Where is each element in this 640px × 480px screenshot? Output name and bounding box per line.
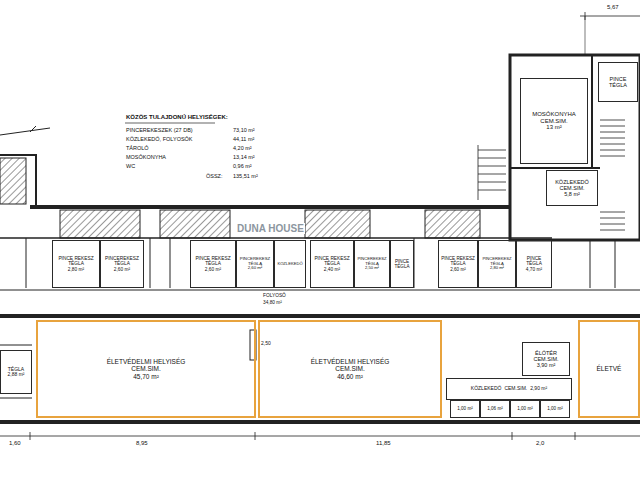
room-name: 1,00 m² bbox=[457, 406, 473, 411]
room-name: ÉLETVÉ bbox=[597, 365, 622, 372]
room-name: ÉLŐTÉR bbox=[535, 350, 557, 356]
room-detail: 5,8 m² bbox=[564, 191, 580, 197]
table-cell: PINCEREKESZEK (27 DB) bbox=[125, 127, 194, 133]
table-cell: 13,14 m² bbox=[232, 154, 256, 160]
table-cell: ÖSSZ: bbox=[205, 173, 224, 179]
shelter-room: ÉLETVÉ bbox=[578, 320, 640, 418]
room-detail: 2,60 m² bbox=[248, 266, 263, 271]
room-box: 1,00 m² bbox=[540, 400, 570, 418]
room-detail: 2,60 m² bbox=[114, 267, 130, 272]
room-detail: CEM.SIM. bbox=[559, 185, 584, 191]
room-name: PINCE REKESZ bbox=[195, 256, 230, 261]
dimension-label: 1,60 bbox=[8, 440, 22, 447]
room-detail: 2,90 m² bbox=[530, 386, 547, 392]
room-detail: TÉGLA bbox=[450, 261, 465, 266]
room-detail: TÉGLA bbox=[526, 261, 542, 266]
table-heading: KÖZÖS TULAJDONÚ HELYISÉGEK: bbox=[125, 114, 229, 121]
room-detail: 45,70 m² bbox=[133, 373, 159, 380]
room-box: TÉGLA2,88 m² bbox=[0, 350, 32, 394]
corridor-area: 34,80 m² bbox=[262, 300, 283, 305]
room-name: MOSÓKONYHA bbox=[532, 111, 576, 118]
room-detail: 2,88 m² bbox=[8, 372, 25, 378]
room-detail: 2,40 m² bbox=[324, 267, 340, 272]
room-box: PINCEREKESZTÉGLA2,60 m² bbox=[236, 240, 274, 288]
table-cell: MOSÓKONYHA bbox=[125, 154, 167, 160]
table-cell: 73,10 m² bbox=[232, 127, 256, 133]
room-box: ÉLŐTÉRCEM.SIM.3,90 m² bbox=[522, 342, 570, 376]
room-name: PINCE bbox=[610, 76, 627, 82]
room-box: PINCEREKESZTÉGLA2,50 m² bbox=[354, 240, 390, 288]
room-detail: 4,70 m² bbox=[526, 267, 542, 272]
room-name: PINCE bbox=[527, 256, 542, 261]
room-detail: CEM.SIM. bbox=[540, 118, 567, 125]
table-cell: 4,20 m² bbox=[232, 145, 253, 151]
room-box: PINCEREKESZTÉGLA2,80 m² bbox=[478, 240, 516, 288]
room-box: PINCE REKESZTÉGLA2,60 m² bbox=[438, 240, 478, 288]
room-name: PINCE bbox=[395, 259, 409, 264]
room-detail: 46,60 m² bbox=[337, 373, 363, 380]
room-box: 1,06 m² bbox=[480, 400, 510, 418]
room-detail: 3,90 m² bbox=[537, 362, 556, 368]
room-box: PINCE REKESZTÉGLA2,60 m² bbox=[190, 240, 236, 288]
room-box: PINCETÉGLA bbox=[390, 240, 414, 288]
room-detail: TÉGLA bbox=[394, 264, 409, 269]
room-detail: 2,60 m² bbox=[450, 267, 466, 272]
room-detail: CEM.SIM. bbox=[504, 386, 527, 392]
room-box: PINCETÉGLA bbox=[598, 62, 638, 102]
table-cell: 44,11 m² bbox=[232, 136, 255, 142]
room-detail: CEM.SIM. bbox=[131, 365, 161, 372]
room-box: PINCE REKESZTÉGLA2,80 m² bbox=[52, 240, 100, 288]
room-name: KÖZLEKEDŐ bbox=[555, 179, 589, 185]
corridor-label: FOLYOSÓ bbox=[262, 293, 287, 298]
room-box: 1,00 m² bbox=[450, 400, 480, 418]
room-detail: 2,50 m² bbox=[365, 266, 379, 271]
room-detail: TÉGLA bbox=[205, 261, 221, 266]
room-name: 1,00 m² bbox=[517, 406, 533, 411]
room-box: KÖZLEKEDŐCEM.SIM.2,90 m² bbox=[446, 378, 572, 400]
room-name: KÖZLEKEDŐ bbox=[471, 386, 502, 392]
dimension-label: 5,67 bbox=[606, 4, 620, 11]
dimension-label: 8,95 bbox=[135, 440, 149, 447]
room-name: KÖZLEKEDŐ bbox=[277, 262, 302, 267]
room-detail: TÉGLA bbox=[68, 261, 84, 266]
room-name: PINCE REKESZ bbox=[441, 256, 475, 261]
dimension-label: 11,85 bbox=[375, 440, 392, 447]
room-detail: 13 m² bbox=[546, 124, 561, 131]
room-name: PINCE REKESZ bbox=[58, 256, 93, 261]
watermark: DUNA HOUSE bbox=[236, 223, 305, 234]
dimension-label: 2,50 bbox=[260, 341, 272, 347]
room-detail: TÉGLA bbox=[609, 82, 627, 88]
room-detail: TÉGLA bbox=[324, 261, 340, 266]
room-name: 1,06 m² bbox=[487, 406, 503, 411]
room-box: 1,00 m² bbox=[510, 400, 540, 418]
room-box: PINCETÉGLA4,70 m² bbox=[516, 240, 552, 288]
room-detail: CEM.SIM. bbox=[335, 365, 365, 372]
room-detail: 2,80 m² bbox=[490, 266, 504, 271]
room-detail: 2,80 m² bbox=[68, 267, 84, 272]
room-name: PINCE REKESZ bbox=[314, 256, 349, 261]
room-box: PINCEREKESZTÉGLA2,60 m² bbox=[100, 240, 144, 288]
table-cell: 135,51 m² bbox=[232, 173, 259, 179]
table-cell: KÖZLEKEDŐ, FOLYOSÓK bbox=[125, 136, 194, 142]
shelter-room: ÉLETVÉDELMI HELYISÉGCEM.SIM.46,60 m² bbox=[258, 320, 442, 418]
shelter-room: ÉLETVÉDELMI HELYISÉGCEM.SIM.45,70 m² bbox=[36, 320, 256, 418]
room-box: KÖZLEKEDŐCEM.SIM.5,8 m² bbox=[546, 170, 598, 206]
walls bbox=[0, 12, 640, 440]
table-cell: WC bbox=[125, 163, 136, 169]
room-box: KÖZLEKEDŐ bbox=[274, 240, 306, 288]
table-cell: TÁROLÓ bbox=[125, 145, 150, 151]
room-name: ÉLETVÉDELMI HELYISÉG bbox=[107, 358, 186, 365]
room-name: 1,00 m² bbox=[547, 406, 563, 411]
room-detail: 2,60 m² bbox=[205, 267, 221, 272]
room-box: PINCE REKESZTÉGLA2,40 m² bbox=[310, 240, 354, 288]
room-detail: TÉGLA bbox=[114, 261, 130, 266]
room-detail: CEM.SIM. bbox=[533, 356, 558, 362]
room-name: ÉLETVÉDELMI HELYISÉG bbox=[311, 358, 390, 365]
table-cell: 0,96 m² bbox=[232, 163, 253, 169]
room-name: PINCEREKESZ bbox=[105, 256, 139, 261]
dimension-label: 2,0 bbox=[535, 440, 545, 447]
room-box: MOSÓKONYHACEM.SIM.13 m² bbox=[520, 78, 588, 164]
